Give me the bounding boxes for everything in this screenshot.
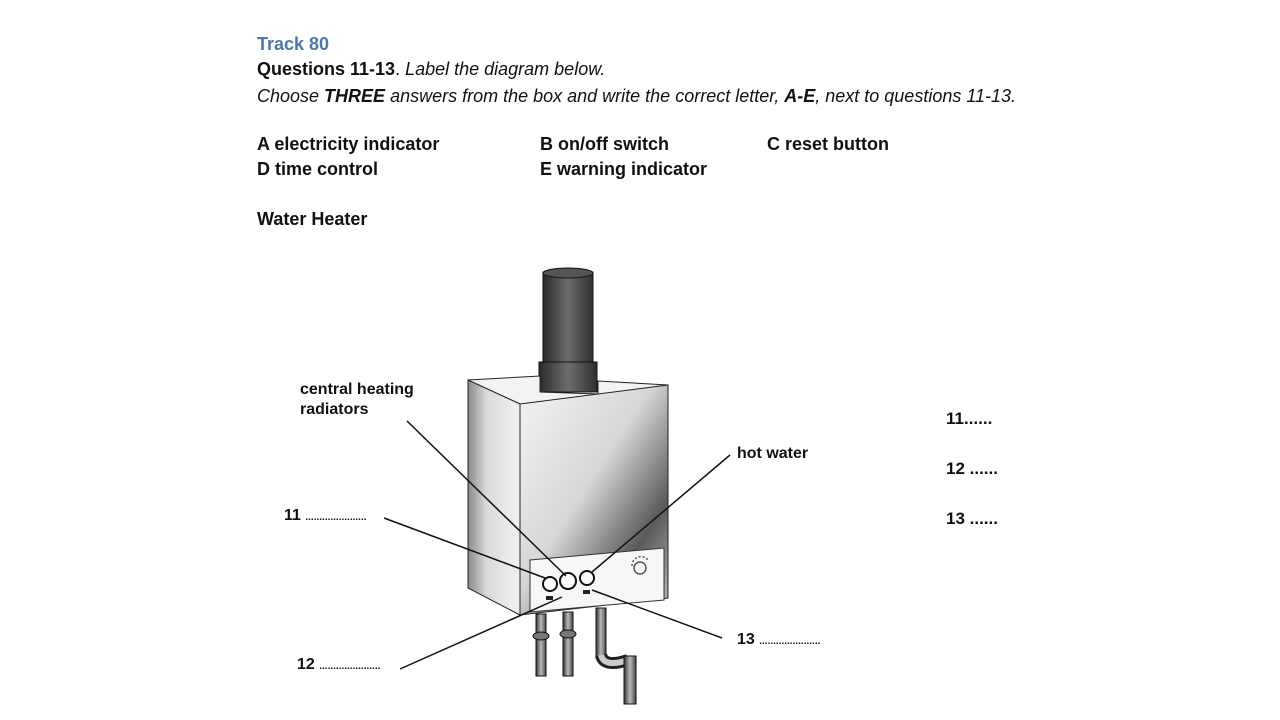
callout-12-blank: ......................	[319, 661, 381, 672]
callout-11-number: 11	[284, 507, 301, 524]
callout-13-blank: ......................	[759, 636, 821, 647]
callout-12: 12 ......................	[297, 656, 380, 674]
instructions: Choose THREE answers from the box and wr…	[257, 84, 1047, 108]
control-dials	[542, 555, 649, 600]
callout-11-blank: ......................	[305, 512, 367, 523]
callout-11: 11 ......................	[284, 507, 367, 525]
boiler-body	[467, 375, 669, 616]
flue-pipe	[538, 267, 598, 393]
answer-13: 13 ......	[946, 509, 998, 528]
label-central-heating-line1: central heating	[300, 381, 414, 398]
answer-11: 11......	[946, 409, 993, 428]
diagram-title: Water Heater	[257, 209, 368, 229]
instr-letters: A-E	[784, 86, 816, 106]
pipes	[532, 607, 637, 705]
question-heading: Questions 11-13. Label the diagram below…	[257, 59, 606, 79]
instr-mid: answers from the box and write the corre…	[385, 86, 785, 106]
option-d: D time control	[257, 159, 379, 179]
option-e: E warning indicator	[540, 159, 708, 179]
instr-three: THREE	[324, 86, 386, 106]
track-number: Track 80	[257, 34, 330, 54]
option-a: A electricity indicator	[257, 134, 440, 154]
label-central-heating: central heating radiators	[300, 380, 414, 420]
label-central-heating-line2: radiators	[300, 401, 369, 418]
callout-13: 13 ......................	[737, 631, 820, 649]
answer-12: 12 ......	[946, 459, 998, 478]
callout-12-number: 12	[297, 656, 315, 673]
callout-13-number: 13	[737, 631, 755, 648]
label-hot-water: hot water	[737, 445, 809, 462]
leader-lines	[383, 420, 731, 670]
question-range: Questions 11-13	[257, 59, 396, 79]
option-b: B on/off switch	[540, 134, 669, 154]
instr-post: , next to questions 11-13.	[815, 86, 1017, 106]
question-task: Label the diagram below.	[405, 59, 606, 79]
instr-pre: Choose	[257, 86, 325, 106]
option-c: C reset button	[767, 134, 890, 154]
